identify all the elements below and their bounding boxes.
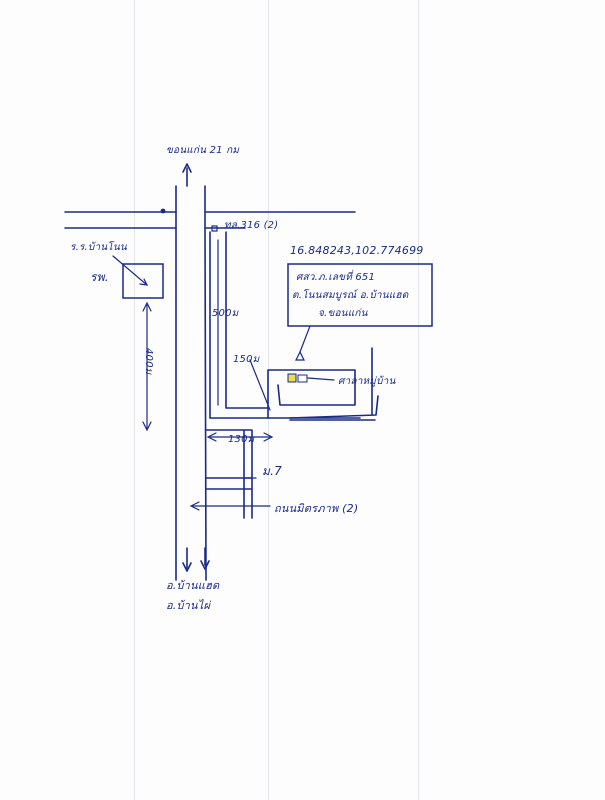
pavilion-label: ศาลาหมู่บ้าน	[338, 376, 396, 387]
north-arrow-icon	[182, 163, 192, 187]
pointer-arrow-icon	[112, 255, 149, 286]
school-name: ร.ร.บ้านโนน	[70, 242, 127, 253]
south-destination-2: อ.บ้านไผ่	[166, 599, 211, 612]
distance-400: 400ม	[143, 348, 154, 375]
site-address-3: จ.ขอนแก่น	[318, 308, 368, 319]
south-arrow-icon	[182, 547, 210, 572]
mittraphap-arrow-icon	[189, 501, 271, 511]
site-address-1: ศสว.ภ.เลขที่ 651	[296, 272, 376, 283]
mo7-label: ม.7	[262, 464, 282, 478]
site-info-box	[287, 263, 433, 327]
distance-130: 130ม	[228, 434, 255, 445]
road-316-label: ทล.316 (2)	[224, 220, 279, 231]
distance-500: 500ม	[212, 308, 239, 319]
south-destination-1: อ.บ้านแฮด	[166, 579, 220, 592]
inner-road	[209, 231, 361, 419]
hospital-label: รพ.	[90, 270, 109, 284]
road-316	[64, 211, 356, 229]
north-destination: ขอนแก่น 21 กม	[166, 145, 240, 156]
fold-line	[418, 0, 419, 800]
pavilion-lanes	[267, 369, 356, 419]
main-road-right-edge	[204, 185, 207, 581]
lower-side-road	[205, 429, 253, 519]
school-box	[122, 263, 164, 299]
coordinates: 16.848243,102.774699	[290, 244, 424, 257]
fold-line	[134, 0, 135, 800]
mittraphap-label: ถนนมิตรภาพ (2)	[274, 502, 359, 515]
inner-road-east	[225, 231, 269, 409]
distance-150: 150ม	[233, 354, 260, 365]
target-marker-icon	[287, 350, 308, 383]
site-address-2: ต.โนนสมบูรณ์ อ.บ้านแฮด	[292, 290, 409, 301]
